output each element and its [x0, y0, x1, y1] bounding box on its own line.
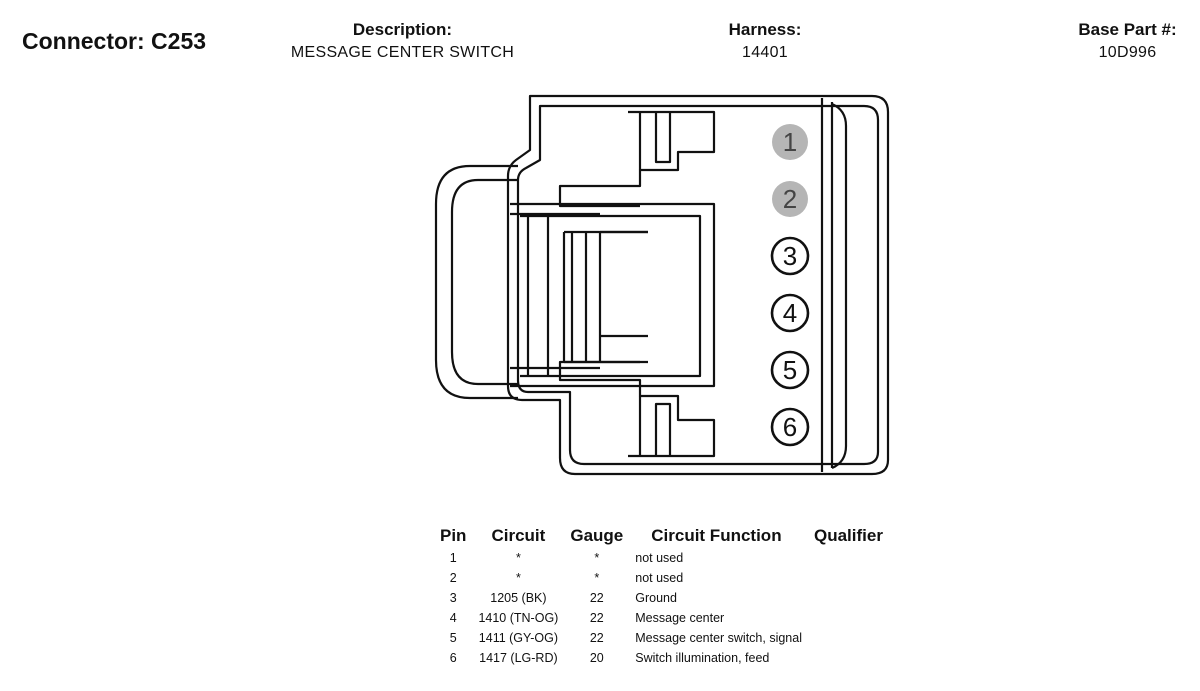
table-row: 4 1410 (TN-OG) 22 Message center: [434, 608, 889, 628]
latch-outer: [434, 164, 518, 400]
top-keyway: [558, 110, 716, 208]
base-part-label: Base Part #:: [1078, 20, 1177, 39]
pin-circle: [770, 293, 810, 333]
cell-gauge: 22: [589, 591, 604, 605]
cell-qualifier: [808, 608, 889, 628]
cell-function: Switch illumination, feed: [635, 651, 770, 665]
pin-3: 3: [770, 236, 810, 276]
harness-value: 14401: [742, 44, 788, 61]
cell-pin: 1: [449, 551, 457, 565]
header-circuit-function: Circuit Function: [651, 526, 782, 545]
cell-qualifier: [808, 648, 889, 668]
description-value: MESSAGE CENTER SWITCH: [290, 44, 515, 61]
pin-6: 6: [770, 407, 810, 447]
housing-inner: [516, 104, 880, 466]
cell-qualifier: [808, 568, 889, 588]
pin-circle: [772, 124, 808, 160]
pin-1: 1: [772, 124, 808, 160]
table-row: 1 * * not used: [434, 548, 889, 568]
description-label: Description:: [352, 20, 453, 39]
pin-5: 5: [770, 350, 810, 390]
cell-qualifier: [808, 628, 889, 648]
cell-circuit: 1417 (LG-RD): [479, 651, 558, 665]
harness-block: Harness: 14401: [700, 20, 830, 62]
header-pin: Pin: [440, 526, 467, 545]
base-part-value: 10D996: [1098, 44, 1157, 61]
cell-gauge: 22: [589, 631, 604, 645]
cell-function: not used: [635, 571, 684, 585]
harness-label: Harness:: [728, 20, 802, 39]
table-row: 6 1417 (LG-RD) 20 Switch illumination, f…: [434, 648, 889, 668]
header-gauge: Gauge: [570, 526, 624, 545]
cell-function: not used: [635, 551, 684, 565]
pin-number-label: 4: [783, 298, 797, 328]
cell-qualifier: [808, 588, 889, 608]
pin-circle: [772, 181, 808, 217]
housing-outer: [506, 94, 890, 476]
pin-group: 1 2 3 4 5 6: [770, 124, 810, 447]
pin-circle: [770, 407, 810, 447]
cell-circuit: *: [515, 551, 521, 565]
connector-face-diagram: 1 2 3 4 5 6: [434, 94, 890, 476]
header-circuit: Circuit: [491, 526, 546, 545]
pin-circle: [770, 350, 810, 390]
pin-number-label: 3: [783, 241, 797, 271]
cell-gauge: 20: [589, 651, 604, 665]
cell-function: Message center: [635, 611, 725, 625]
cell-circuit: 1205 (BK): [490, 591, 547, 605]
table-row: 3 1205 (BK) 22 Ground: [434, 588, 889, 608]
cell-pin: 5: [449, 631, 457, 645]
cell-function: Message center switch, signal: [635, 631, 802, 645]
pin-4: 4: [770, 293, 810, 333]
cell-circuit: 1411 (GY-OG): [478, 631, 558, 645]
cell-gauge: *: [594, 571, 600, 585]
bottom-keyway: [558, 360, 716, 458]
pin-table: Pin Circuit Gauge Circuit Function Quali…: [434, 526, 889, 668]
description-block: Description: MESSAGE CENTER SWITCH: [280, 20, 525, 62]
cell-circuit: *: [515, 571, 521, 585]
cell-pin: 2: [449, 571, 457, 585]
cell-function: Ground: [635, 591, 677, 605]
pin-table-header: Pin Circuit Gauge Circuit Function Quali…: [434, 526, 889, 548]
pin-number-label: 5: [783, 355, 797, 385]
cell-gauge: 22: [589, 611, 604, 625]
cell-qualifier: [808, 548, 889, 568]
cell-pin: 6: [449, 651, 457, 665]
pin-circle: [770, 236, 810, 276]
latch-inner: [450, 178, 518, 386]
header-qualifier: Qualifier: [814, 526, 883, 545]
base-part-block: Base Part #: 10D996: [1060, 20, 1195, 62]
connector-title: Connector: C253: [22, 28, 207, 54]
table-row: 5 1411 (GY-OG) 22 Message center switch,…: [434, 628, 889, 648]
cell-gauge: *: [594, 551, 600, 565]
table-row: 2 * * not used: [434, 568, 889, 588]
cell-pin: 4: [449, 611, 457, 625]
pin-2: 2: [772, 181, 808, 217]
pin-number-label: 1: [783, 127, 797, 157]
latch-block: [510, 202, 716, 388]
cell-pin: 3: [449, 591, 457, 605]
cell-circuit: 1410 (TN-OG): [478, 611, 559, 625]
pin-number-label: 2: [783, 184, 797, 214]
pin-number-label: 6: [783, 412, 797, 442]
